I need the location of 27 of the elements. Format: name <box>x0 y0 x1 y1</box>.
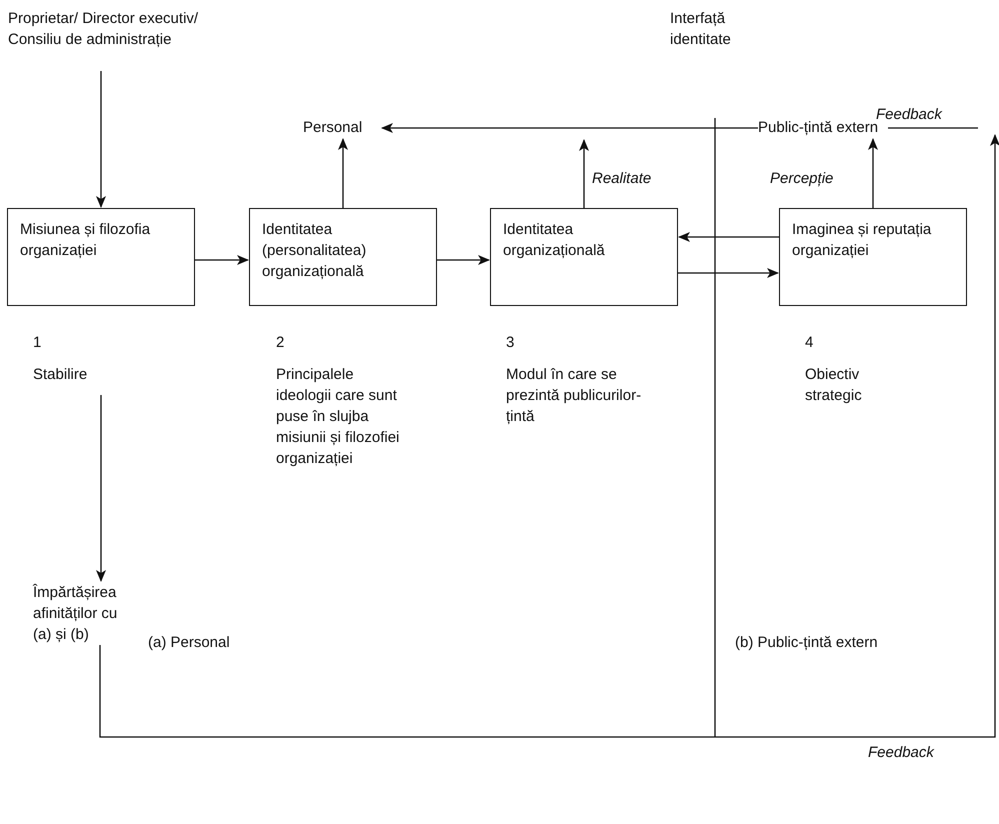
arrow <box>96 71 106 208</box>
process-box: Misiunea și filozofia organizației <box>7 208 195 306</box>
interface-label: Interfață identitate <box>670 9 732 50</box>
process-box: Identitatea (personalitatea) organizațională <box>249 208 437 306</box>
arrow <box>338 138 348 208</box>
step-note: Principalele ideologii care sunt puse în slujba misiunii și filozofiei organizației <box>276 365 400 469</box>
arrow <box>678 232 779 242</box>
zone-label: (b) Public-țintă extern <box>735 633 879 653</box>
zone-label: (a) Personal <box>148 633 231 653</box>
step-note: Obiectiv strategic <box>805 365 863 406</box>
process-box: Imaginea și reputația organizației <box>779 208 967 306</box>
step-note: Stabilire <box>33 365 88 385</box>
arrow <box>96 395 106 582</box>
arrow <box>868 138 878 208</box>
arrow <box>99 134 999 738</box>
arrow <box>381 123 758 133</box>
step-number: 1 <box>33 333 42 353</box>
process-box: Identitatea organizațională <box>490 208 678 306</box>
arrow <box>437 255 490 265</box>
arrow <box>579 139 589 208</box>
step-number: 4 <box>805 333 814 353</box>
step-number: 2 <box>276 333 286 353</box>
connector-line <box>888 127 978 129</box>
arrow <box>195 255 249 265</box>
arrow <box>678 268 779 278</box>
step-number: 3 <box>506 333 516 353</box>
step-note: Modul în care se prezintă publicurilor-țintă <box>506 365 642 427</box>
